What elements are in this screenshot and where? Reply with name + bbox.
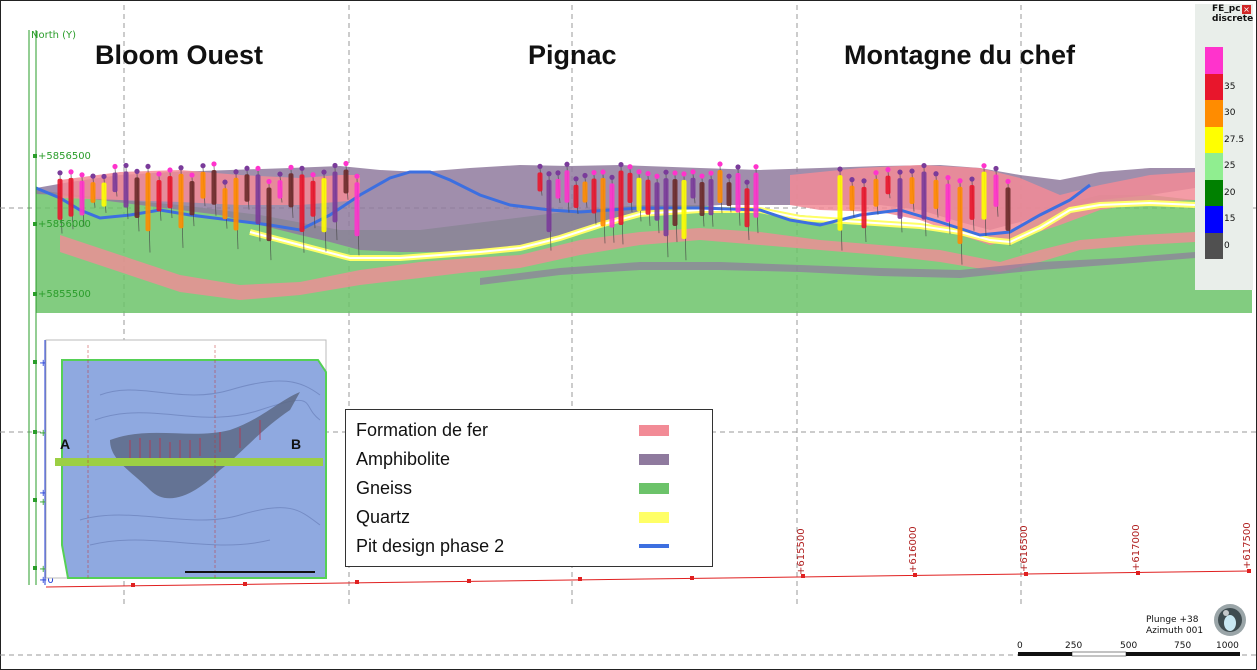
legend-label-amphibolite: Amphibolite (356, 449, 451, 469)
legend-label-formation-de-fer: Formation de fer (356, 420, 489, 440)
section-point-a: A (60, 436, 71, 452)
legend-label-pit-design: Pit design phase 2 (356, 536, 505, 556)
colorbar-title: FE_pc discrete (1212, 4, 1253, 24)
scale-label-1000: 1000 (1216, 641, 1239, 651)
plunge-value: Plunge +38 (1146, 615, 1199, 625)
legend-swatch-quartz (639, 512, 669, 523)
close-icon[interactable]: × (1242, 5, 1251, 14)
compass-globe-icon[interactable] (1213, 603, 1247, 637)
colorbar-label: 20 (1224, 187, 1236, 198)
drill-holes (57, 160, 1011, 265)
scale-label-750: 750 (1174, 641, 1192, 651)
inset-axis-tick-7: +0 (39, 575, 54, 586)
colorbar-segment (1205, 153, 1223, 180)
colorbar-segment (1205, 73, 1223, 100)
colorbar-label: 27.5 (1224, 134, 1245, 145)
colorbar-label: 30 (1224, 108, 1236, 118)
scale-label-500: 500 (1120, 641, 1138, 651)
colorbar-segment (1205, 179, 1223, 206)
north-tick-5856500: +5856500 (38, 151, 91, 162)
fe-colorbar-panel (1195, 4, 1253, 290)
legend-swatch-formation-de-fer (639, 425, 669, 436)
amphibolite-lower-band (480, 252, 1195, 285)
legend-swatch-pit-design (639, 544, 669, 548)
legend-swatch-amphibolite (639, 454, 669, 465)
scale-label-250: 250 (1065, 641, 1083, 651)
legend-label-gneiss: Gneiss (356, 478, 413, 498)
colorbar-label: 35 (1224, 81, 1236, 92)
iron-formation-lower (60, 228, 1195, 300)
pit-design-line (35, 170, 1091, 237)
section-title-montagne-du-chef: Montagne du chef (844, 40, 1075, 70)
colorbar-segment (1205, 100, 1223, 127)
colorbar-title-line2: discrete (1212, 14, 1254, 24)
azimuth-value: Azimuth 001 (1146, 626, 1204, 636)
north-tick-5856000: +5856000 (38, 219, 91, 230)
colorbar-title-line1: FE_pc (1212, 4, 1241, 14)
iron-formation-east (790, 165, 1195, 245)
colorbar-segment (1205, 126, 1223, 153)
north-tick-5855500: +5855500 (38, 289, 91, 300)
legend-swatch-gneiss (639, 483, 669, 494)
colorbar-segment (1205, 206, 1223, 233)
lithology-legend: Formation de fer Amphibolite Gneiss Quar… (345, 409, 713, 567)
colorbar-label: 25 (1224, 161, 1236, 171)
section-title-pignac: Pignac (528, 40, 617, 70)
view-orientation: Plunge +38 Azimuth 001 (1146, 615, 1203, 637)
colorbar-segment (1205, 47, 1223, 74)
section-point-b: B (291, 436, 302, 452)
colorbar-label: 15 (1224, 214, 1236, 224)
colorbar-segment (1205, 232, 1223, 259)
scale-label-0: 0 (1017, 641, 1023, 651)
section-title-bloom-ouest: Bloom Ouest (95, 40, 264, 70)
legend-label-quartz: Quartz (356, 507, 411, 527)
colorbar-label: 0 (1224, 240, 1230, 251)
north-axis-label: North (Y) (31, 30, 77, 41)
